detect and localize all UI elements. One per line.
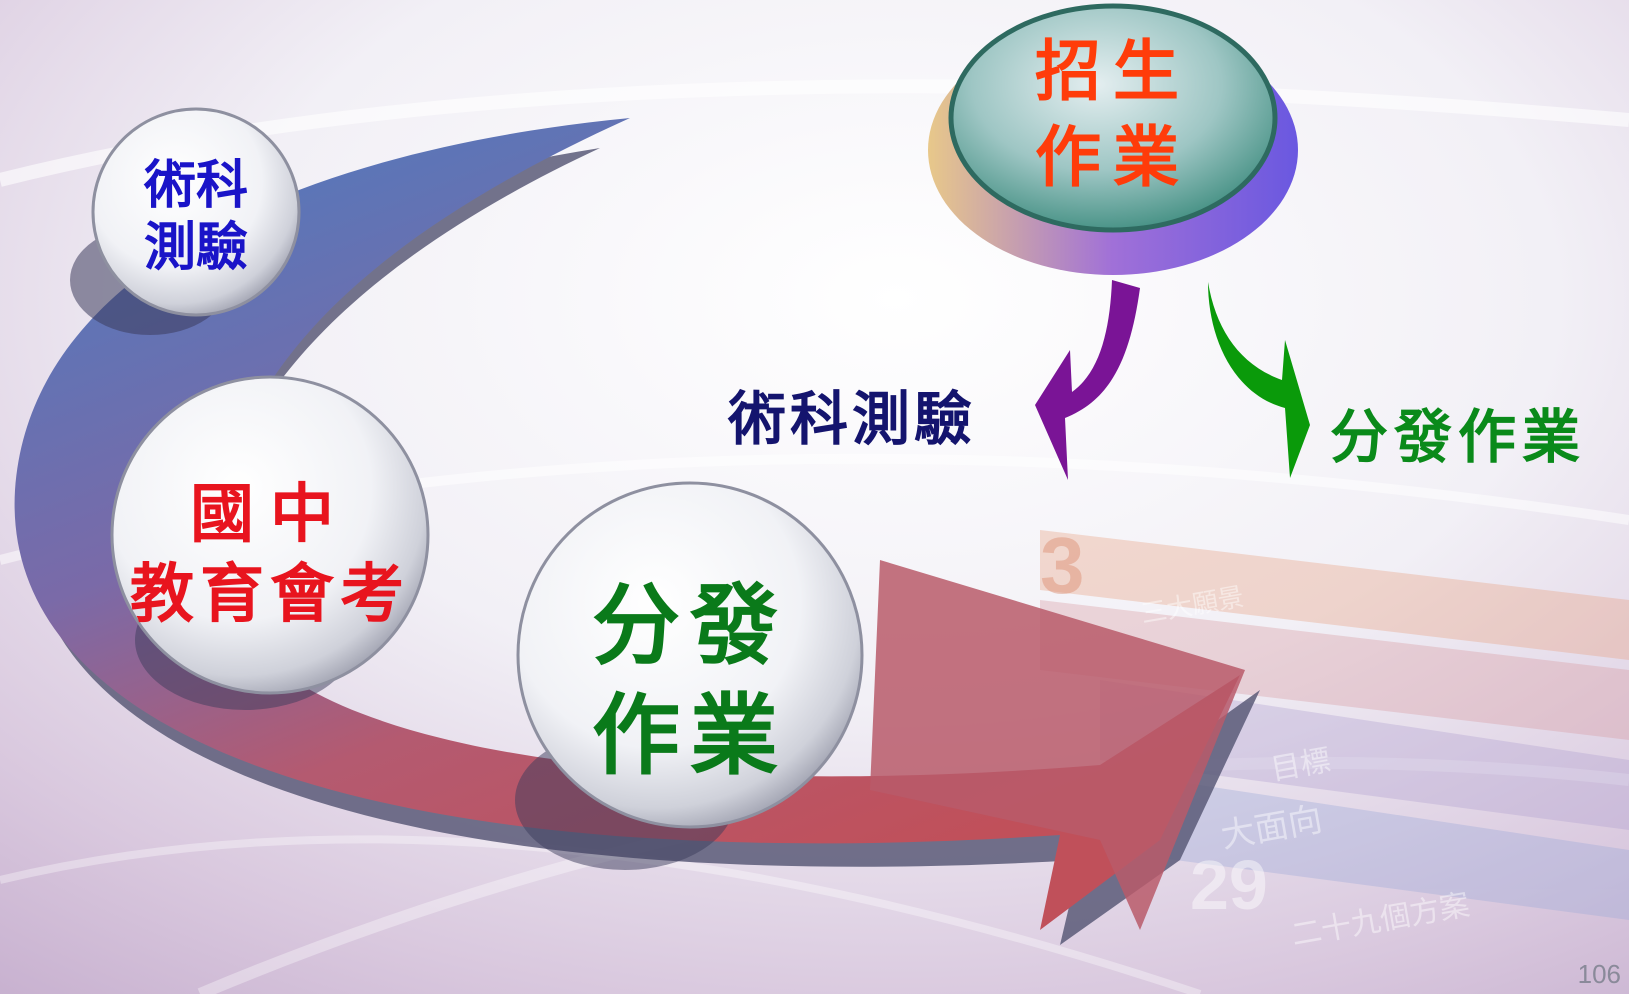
node-label-line: 國中: [190, 477, 350, 552]
arrow-left-branch: [1035, 280, 1140, 480]
node-label-line: 教育會考: [130, 557, 410, 632]
node-label-art-test: 術科 測驗: [116, 155, 276, 279]
curve-arrow: [14, 118, 1240, 930]
node-label-distribution: 分發 作業: [560, 570, 820, 790]
node-ball-art-test: [91, 107, 301, 317]
disc-top: [948, 3, 1278, 233]
watermark-number: 3: [1040, 521, 1085, 610]
page-number: 106: [1577, 959, 1621, 989]
watermark-number: 29: [1190, 846, 1268, 924]
node-label-exam: 國中 教育會考: [110, 475, 430, 635]
node-label-line: 分發: [591, 573, 788, 677]
node-ball-exam: [110, 375, 430, 695]
node-label-line: 作業: [1035, 118, 1191, 196]
node-label-admission: 招生 作業: [1028, 28, 1198, 200]
node-ball-distribution: [516, 481, 864, 829]
node-label-line: 招生: [1035, 32, 1191, 110]
node-label-line: 術科: [143, 155, 248, 216]
arrowhead: [870, 560, 1245, 930]
branch-label-left: 術科測驗: [728, 385, 977, 453]
branch-label-right: 分發作業: [1330, 403, 1587, 471]
node-label-line: 測驗: [143, 217, 248, 278]
arrow-right-branch: [1208, 282, 1310, 478]
node-label-line: 作業: [591, 683, 788, 787]
